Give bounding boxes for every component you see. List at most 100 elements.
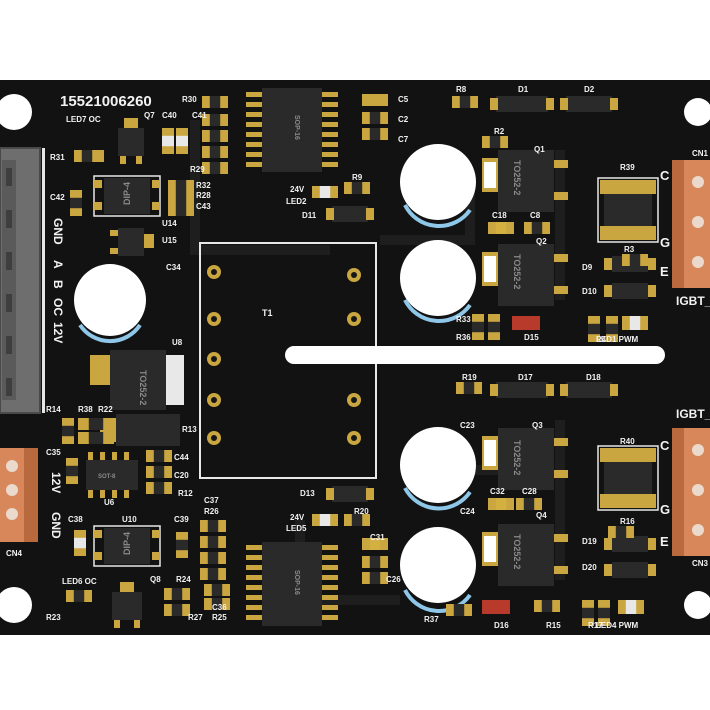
- ref-designator: R39: [620, 163, 635, 172]
- ref-designator: C8: [530, 211, 541, 220]
- ref-designator: C23: [460, 421, 475, 430]
- ref-designator: R9: [352, 173, 363, 182]
- smd-part: [534, 600, 560, 612]
- smd-part: [344, 182, 370, 194]
- ref-designator: D15: [524, 333, 539, 342]
- ref-designator: R38: [78, 405, 93, 414]
- ref-designator: Q2: [536, 237, 547, 246]
- svg-text:G: G: [660, 235, 670, 250]
- smd-part: [588, 316, 600, 342]
- smd-part: [202, 114, 228, 126]
- ref-designator: R15: [546, 621, 561, 630]
- smd-part: [202, 96, 228, 108]
- smd-part: [168, 180, 194, 192]
- smd-part: [312, 186, 338, 198]
- smd-part: [74, 530, 86, 556]
- ref-designator: R25: [212, 613, 227, 622]
- svg-text:SOP-16: SOP-16: [293, 115, 300, 140]
- smd-part: [146, 482, 172, 494]
- ref-designator: R14: [46, 405, 61, 414]
- svg-text:CN3: CN3: [692, 559, 709, 568]
- mosfet-q4: TO252-2: [482, 524, 568, 586]
- svg-text:SOP-16: SOP-16: [293, 570, 300, 595]
- ref-designator: R24: [176, 575, 191, 584]
- diode-d15: [512, 316, 540, 330]
- smd-part: [176, 128, 188, 154]
- svg-text:E: E: [660, 534, 669, 549]
- resistor-r13: [116, 414, 180, 446]
- svg-text:CN4: CN4: [6, 549, 23, 558]
- smd-part: [622, 254, 648, 266]
- ref-designator: R12: [178, 489, 193, 498]
- ref-designator: Q3: [532, 421, 543, 430]
- ref-designator: R27: [188, 613, 203, 622]
- svg-text:SOT-8: SOT-8: [98, 474, 116, 480]
- smd-part: [164, 588, 190, 600]
- mosfet-q1: TO252-2: [482, 150, 568, 212]
- ref-designator: C7: [398, 135, 409, 144]
- mosfet-q3: TO252-2: [482, 428, 568, 490]
- transistor-u15: [110, 228, 154, 256]
- smd-part: [582, 600, 594, 626]
- igbt-label-top: IGBT_: [676, 294, 710, 308]
- ref-designator: R28: [196, 191, 211, 200]
- regulator-u8: TO252-2: [90, 350, 184, 410]
- ref-designator: R40: [620, 437, 635, 446]
- ref-designator: D9: [582, 263, 593, 272]
- ref-designator: C43: [196, 202, 211, 211]
- svg-text:DIP-4: DIP-4: [122, 182, 132, 205]
- smd-part: [78, 418, 114, 430]
- svg-text:C: C: [660, 438, 670, 453]
- terminal-pin-labels: C G E C G E: [660, 168, 670, 549]
- power-terminal-cn4: [0, 448, 38, 542]
- ref-designator: Q8: [150, 575, 161, 584]
- svg-text:GND: GND: [51, 218, 65, 245]
- ref-designator: C32: [490, 487, 505, 496]
- ref-designator: C31: [370, 533, 385, 542]
- svg-text:A: A: [51, 260, 65, 269]
- ref-designator: R22: [98, 405, 113, 414]
- mosfet-q2: TO252-2: [482, 244, 568, 306]
- smd-part: [202, 130, 228, 142]
- smd-part: [62, 418, 74, 444]
- optocoupler-u14: DIP-4: [93, 175, 161, 217]
- ref-designator: D18: [586, 373, 601, 382]
- transistor-q8: [112, 582, 142, 628]
- smd-part: [488, 498, 514, 510]
- ref-designator: D17: [518, 373, 533, 382]
- smd-part: [488, 222, 514, 234]
- resistor-r40: [597, 445, 659, 511]
- mounting-holes: [0, 94, 710, 623]
- smd-part: [176, 532, 188, 558]
- smd-passives: [62, 94, 648, 626]
- ref-designator: C35: [46, 448, 61, 457]
- svg-text:LED5: LED5: [286, 524, 307, 533]
- svg-text:DIP-4: DIP-4: [122, 532, 132, 555]
- ref-designator: R17: [588, 621, 603, 630]
- smd-part: [168, 192, 194, 204]
- ref-designator: C38: [68, 515, 83, 524]
- diode-d16: [482, 600, 510, 614]
- ref-designator: R8: [456, 85, 467, 94]
- svg-text:TO252-2: TO252-2: [138, 370, 148, 405]
- ref-designator: C36: [212, 603, 227, 612]
- ref-designator: R37: [424, 615, 439, 624]
- ref-designator: C5: [398, 95, 409, 104]
- capacitor-c34: [74, 264, 146, 344]
- smd-part: [598, 600, 610, 626]
- ref-designator: D16: [494, 621, 509, 630]
- transistor-q7: [118, 118, 144, 164]
- ref-designator: C42: [50, 193, 65, 202]
- svg-text:12V: 12V: [49, 472, 63, 493]
- ref-designator: R29: [190, 165, 205, 174]
- diodes: [326, 96, 656, 578]
- svg-text:T1: T1: [262, 308, 273, 318]
- smd-part: [202, 146, 228, 158]
- ref-designator: Q7: [144, 111, 155, 120]
- ref-designator: R31: [50, 153, 65, 162]
- ref-designator: R23: [46, 613, 61, 622]
- ref-designator: R26: [204, 507, 219, 516]
- smd-part: [162, 128, 174, 154]
